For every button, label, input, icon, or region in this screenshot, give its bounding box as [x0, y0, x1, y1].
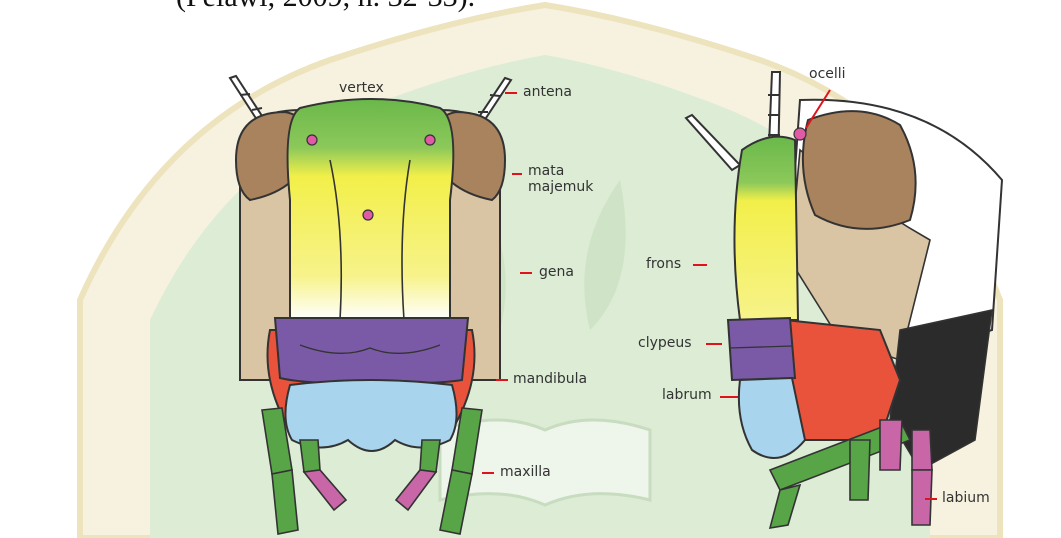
- tick-clypeus: [706, 343, 722, 345]
- label-clypeus: clypeus: [638, 335, 692, 351]
- tick-labrum: [720, 396, 738, 398]
- label-labrum: labrum: [662, 387, 712, 403]
- label-labium: labium: [942, 490, 990, 506]
- label-frons: frons: [646, 256, 681, 272]
- tick-frons: [693, 264, 707, 266]
- tick-labium: [925, 498, 937, 500]
